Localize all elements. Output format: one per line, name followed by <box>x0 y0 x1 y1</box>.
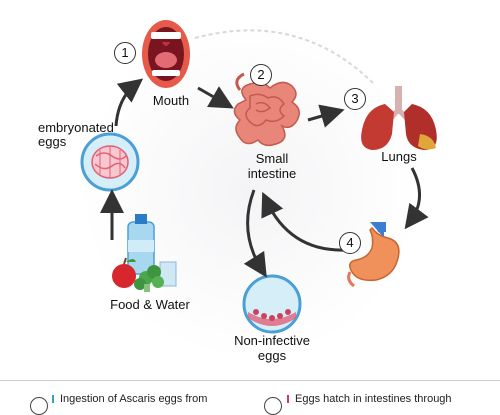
arrow-intestine-to-lungs <box>307 104 345 128</box>
non-infective-eggs-label-line2: eggs <box>257 348 287 363</box>
lungs-label: Lungs <box>381 149 417 164</box>
legend-item1-color-bar <box>52 395 54 403</box>
cycle-arc-top <box>194 29 376 86</box>
non-infective-egg-icon <box>242 274 302 334</box>
embryonated-eggs-label-line1: embryonated <box>38 120 114 135</box>
arrow-lungs-to-stomach <box>404 167 429 230</box>
legend-item1-text: Ingestion of Ascaris eggs from <box>60 393 208 405</box>
arrow-egg-to-mouth <box>114 78 144 127</box>
arrow-mouth-to-intestine <box>197 86 234 109</box>
food-water-label: Food & Water <box>110 297 190 312</box>
lungs-icon <box>361 86 437 150</box>
step-number-1: 1 <box>114 42 136 64</box>
embryonated-eggs-label-line2: eggs <box>38 134 67 149</box>
embryonated-egg-icon <box>80 132 140 192</box>
small-intestine-label-line1: Small <box>255 151 289 166</box>
step-number-2: 2 <box>250 64 272 86</box>
legend: Ingestion of Ascaris eggs from Eggs hatc… <box>0 380 500 415</box>
food-water-icon <box>112 214 177 292</box>
small-intestine-label-line2: intestine <box>247 166 297 181</box>
small-intestine-icon <box>233 72 300 147</box>
non-infective-eggs-label-line1: Non-infective <box>234 333 310 348</box>
life-cycle-diagram <box>80 20 437 360</box>
mouth-icon <box>142 20 190 88</box>
legend-item2-text: Eggs hatch in intestines through <box>295 393 452 405</box>
step-number-4: 4 <box>339 232 361 254</box>
mouth-label: Mouth <box>152 93 190 108</box>
stomach-icon <box>347 222 400 288</box>
arrow-intestine-to-non-infective <box>243 189 267 278</box>
arrow-stomach-to-intestine <box>261 191 347 252</box>
step-number-3: 3 <box>344 88 366 110</box>
legend-item2-color-bar <box>287 395 289 403</box>
